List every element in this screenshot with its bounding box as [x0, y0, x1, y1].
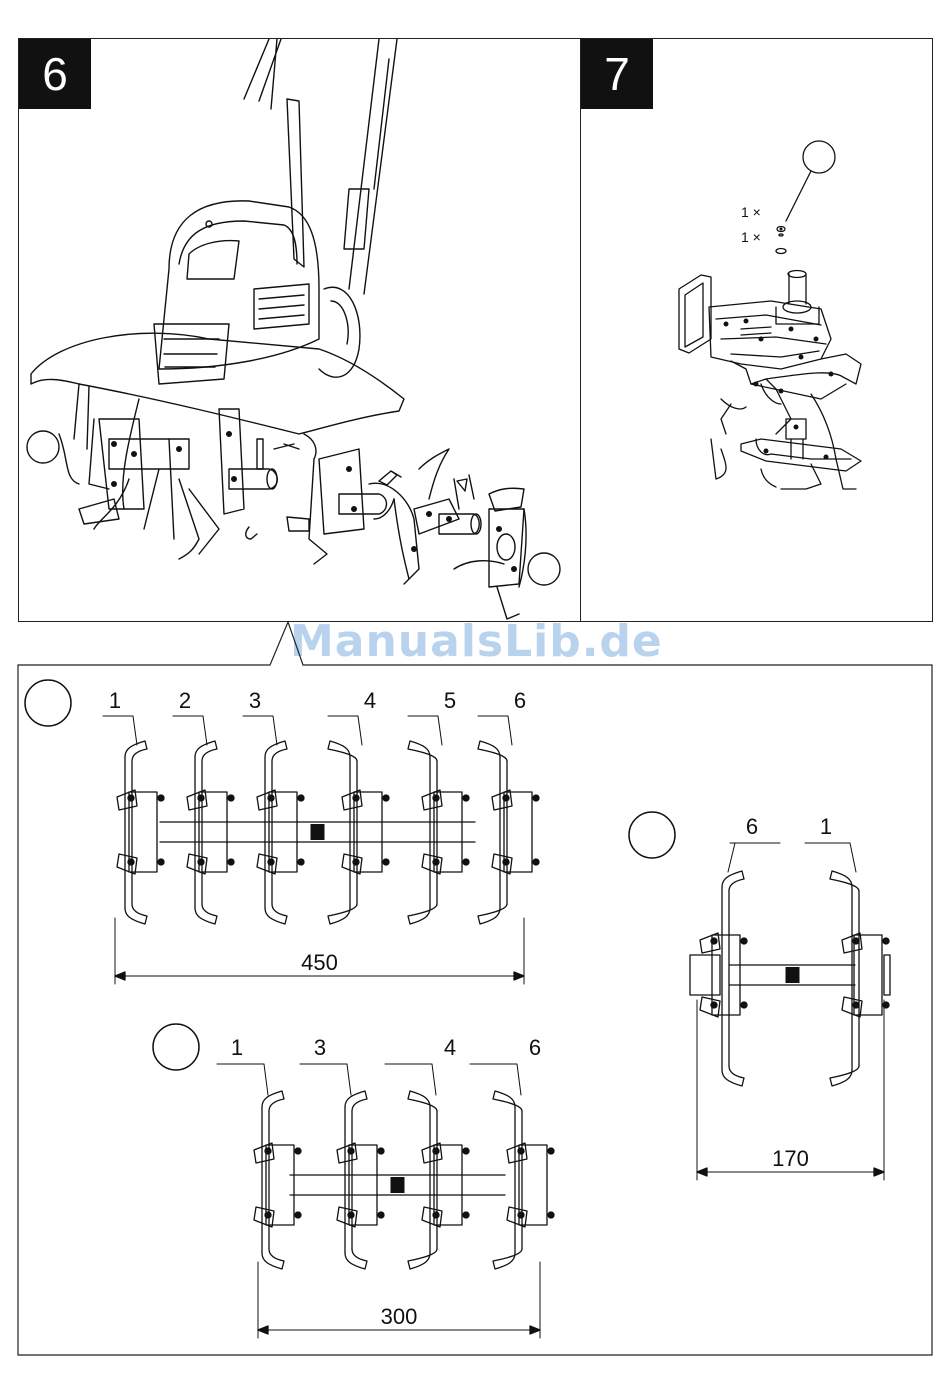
config-two-label-1: 1	[820, 814, 832, 839]
config-six-label-2: 2	[179, 688, 191, 713]
config-six-label-5: 5	[444, 688, 456, 713]
config-two-width-dimension: 170	[772, 1146, 809, 1171]
config-four-tine-1	[262, 1091, 284, 1269]
config-four-width-dimension: 300	[381, 1304, 418, 1329]
config-four-label-4: 4	[444, 1035, 456, 1060]
config-six-label-1: 1	[109, 688, 121, 713]
config-four-label-6: 6	[529, 1035, 541, 1060]
config-two-tine-6	[722, 871, 744, 1086]
config-six-tine-6	[478, 741, 507, 924]
config-six-tine-5	[408, 741, 437, 924]
config-six-tine-4	[328, 741, 357, 924]
config-four-tine-3	[345, 1091, 367, 1269]
config-four-tine-6	[493, 1091, 522, 1269]
config-six-label-6: 6	[514, 688, 526, 713]
config-four-callout-circle	[153, 1024, 199, 1070]
config-four-label-1: 1	[231, 1035, 243, 1060]
config-six-tine-2	[195, 741, 217, 924]
config-four-tine-4	[408, 1091, 437, 1269]
config-six-width-dimension: 450	[301, 950, 338, 975]
config-six-label-4: 4	[364, 688, 376, 713]
config-two-label-6: 6	[746, 814, 758, 839]
config-six-label-3: 3	[249, 688, 261, 713]
config-six-tine-1	[125, 741, 147, 924]
config-six-callout-circle	[25, 680, 71, 726]
config-four-label-3: 3	[314, 1035, 326, 1060]
config-six-tine-3	[265, 741, 287, 924]
config-two-callout-circle	[629, 812, 675, 858]
